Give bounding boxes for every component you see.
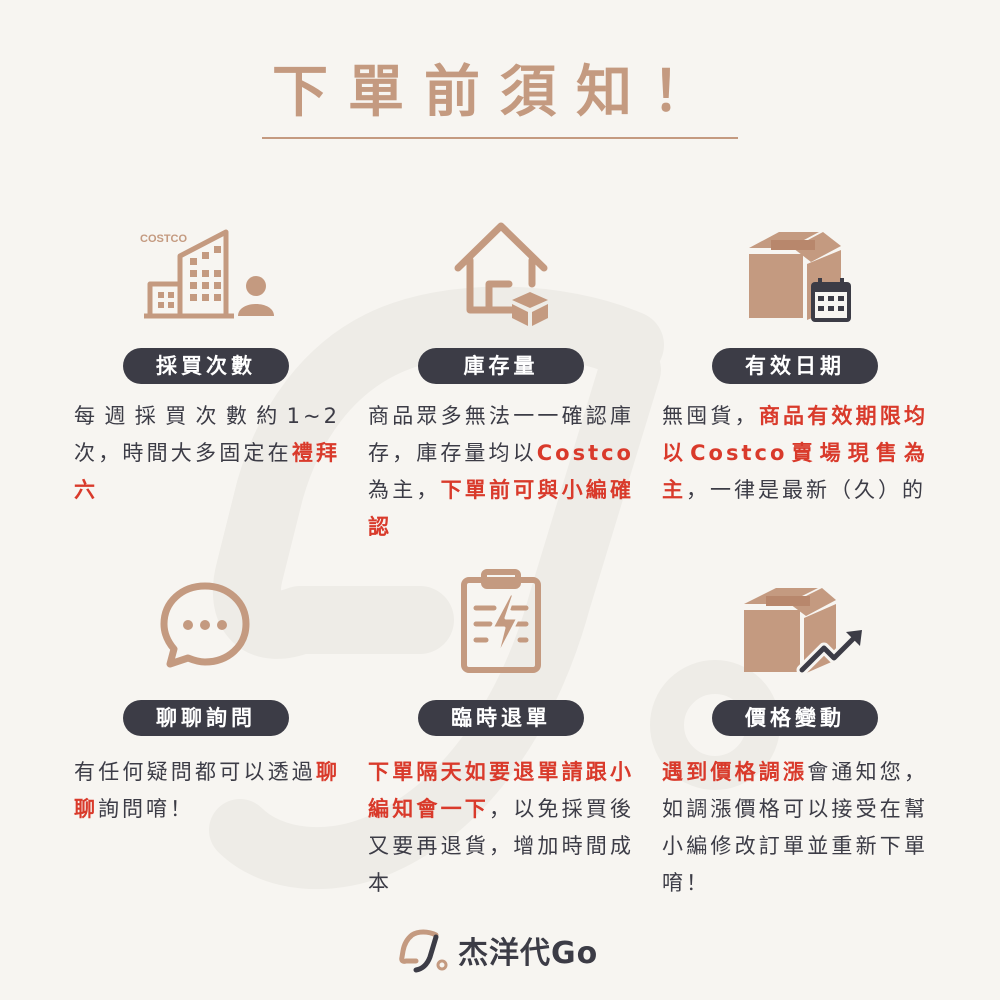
desc-text: 每週採買次數約1~2次，時間大多固定在: [74, 404, 340, 465]
brand-name: 杰洋代Go: [458, 936, 599, 971]
desc-expiry-date: 無囤貨，商品有效期限均以Costco賣場現售為主，一律是最新（久）的: [662, 398, 928, 509]
desc-price-change: 遇到價格調漲會通知您，如調漲價格可以接受在幫小編修改訂單並重新下單唷！: [662, 754, 928, 902]
desc-text: 有任何疑問都可以透過: [74, 760, 316, 784]
box-calendar-icon: [745, 228, 855, 324]
desc-text: 商品眾多無法一一確認庫存，庫存量均以: [368, 404, 634, 465]
highlight-text: 遇到價格調漲: [662, 760, 808, 784]
clipboard-bolt-icon: [458, 568, 544, 674]
badge-chat-inquiry: 聊聊詢問: [123, 700, 289, 736]
desc-text: ，一律是最新（久）的: [686, 478, 926, 502]
badge-expiry-date: 有效日期: [712, 348, 878, 384]
costco-building-icon: COSTCO: [138, 228, 278, 320]
chat-bubble-icon: [158, 580, 252, 670]
desc-inventory: 商品眾多無法一一確認庫存，庫存量均以Costco 為主，下單前可與小編確認: [368, 398, 634, 546]
highlight-text: 聊聊: [74, 760, 340, 821]
title-divider: [262, 137, 738, 139]
page-title: 下單前須知！: [272, 60, 728, 125]
highlight-text: 下單前可與小編確認: [368, 478, 635, 539]
desc-text: 會通知您，如調漲價格可以接受在幫小編修改訂單並重新下單唷！: [662, 760, 929, 895]
badge-inventory: 庫存量: [418, 348, 584, 384]
desc-text: 無囤貨，: [662, 404, 759, 428]
box-trend-icon: [740, 582, 866, 676]
desc-text: 詢問唷！: [98, 797, 194, 821]
desc-order-cancellation: 下單隔天如要退單請跟小編知會一下，以免採買後又要再退貨，增加時間成本: [368, 754, 634, 902]
desc-chat-inquiry: 有任何疑問都可以透過聊聊詢問唷！: [74, 754, 340, 828]
highlight-text: Costco: [536, 441, 634, 465]
highlight-text: 下單隔天如要退單請跟小編知會一下: [368, 760, 634, 821]
desc-text: ，以免採買後又要再退貨，增加時間成本: [368, 797, 634, 895]
badge-price-change: 價格變動: [712, 700, 878, 736]
badge-order-cancellation: 臨時退單: [418, 700, 584, 736]
highlight-text: 商品有效期限均以Costco賣場現售為主: [662, 404, 929, 502]
house-box-icon: [452, 218, 552, 328]
gj-logo-icon: [399, 929, 448, 973]
costco-text: COSTCO: [140, 233, 188, 245]
badge-purchase-frequency: 採買次數: [123, 348, 289, 384]
desc-text: 為主，: [368, 478, 441, 502]
highlight-text: 禮拜六: [74, 441, 341, 502]
desc-purchase-frequency: 每週採買次數約1~2次，時間大多固定在禮拜六: [74, 398, 340, 509]
brand-footer: 杰洋代Go: [398, 926, 598, 974]
